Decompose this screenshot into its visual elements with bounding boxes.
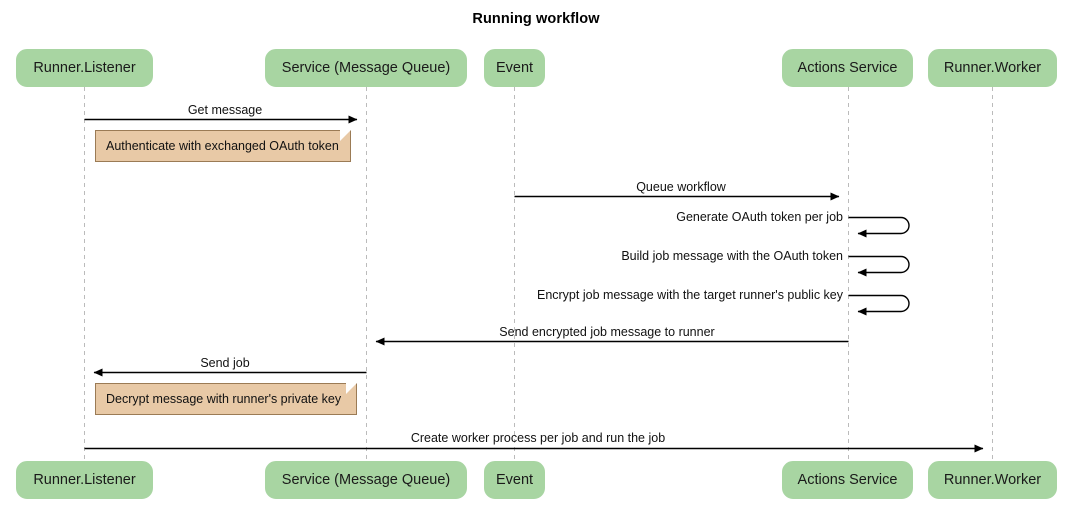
- message-label-queue-workflow: Queue workflow: [636, 180, 726, 194]
- message-label-send-encrypted-job-message: Send encrypted job message to runner: [499, 325, 715, 339]
- note-fold-corner-icon: [346, 383, 357, 394]
- note-decrypt-message-with-runners-private-key: Decrypt message with runner's private ke…: [95, 383, 357, 415]
- message-label-encrypt-job-message: Encrypt job message with the target runn…: [536, 288, 843, 302]
- participant-runner-worker-bottom[interactable]: Runner.Worker: [928, 461, 1057, 499]
- participant-service-message-queue-bottom[interactable]: Service (Message Queue): [265, 461, 467, 499]
- participant-label: Service (Message Queue): [281, 60, 451, 76]
- arrow-generate-oauth-token-per-job: [848, 216, 910, 238]
- arrow-encrypt-job-message: [848, 294, 910, 316]
- message-label-build-job-message: Build job message with the OAuth token: [621, 249, 843, 263]
- participant-runner-worker-top[interactable]: Runner.Worker: [928, 49, 1057, 87]
- participant-label: Service (Message Queue): [281, 472, 451, 488]
- participant-label: Runner.Worker: [943, 472, 1042, 488]
- participant-label: Event: [495, 60, 534, 76]
- participant-actions-service-bottom[interactable]: Actions Service: [782, 461, 913, 499]
- note-authenticate-with-exchanged-oauth-token: Authenticate with exchanged OAuth token: [95, 130, 351, 162]
- participant-service-message-queue-top[interactable]: Service (Message Queue): [265, 49, 467, 87]
- participant-runner-listener-top[interactable]: Runner.Listener: [16, 49, 153, 87]
- note-label: Authenticate with exchanged OAuth token: [106, 139, 339, 153]
- participant-label: Runner.Worker: [943, 60, 1042, 76]
- note-label: Decrypt message with runner's private ke…: [106, 392, 342, 406]
- participant-runner-listener-bottom[interactable]: Runner.Listener: [16, 461, 153, 499]
- message-label-get-message: Get message: [187, 103, 263, 117]
- message-label-generate-oauth-token-per-job: Generate OAuth token per job: [676, 210, 843, 224]
- message-label-send-job: Send job: [200, 356, 250, 370]
- participant-label: Event: [495, 472, 534, 488]
- participant-label: Actions Service: [797, 472, 898, 488]
- message-label-create-worker-process: Create worker process per job and run th…: [410, 431, 666, 445]
- participant-event-top[interactable]: Event: [484, 49, 545, 87]
- participant-event-bottom[interactable]: Event: [484, 461, 545, 499]
- page-title: Running workflow: [472, 11, 600, 27]
- participant-actions-service-top[interactable]: Actions Service: [782, 49, 913, 87]
- arrow-build-job-message: [848, 255, 910, 277]
- note-fold-corner-icon: [340, 130, 351, 141]
- participant-label: Runner.Listener: [33, 60, 136, 76]
- participant-label: Actions Service: [797, 60, 898, 76]
- participant-label: Runner.Listener: [33, 472, 136, 488]
